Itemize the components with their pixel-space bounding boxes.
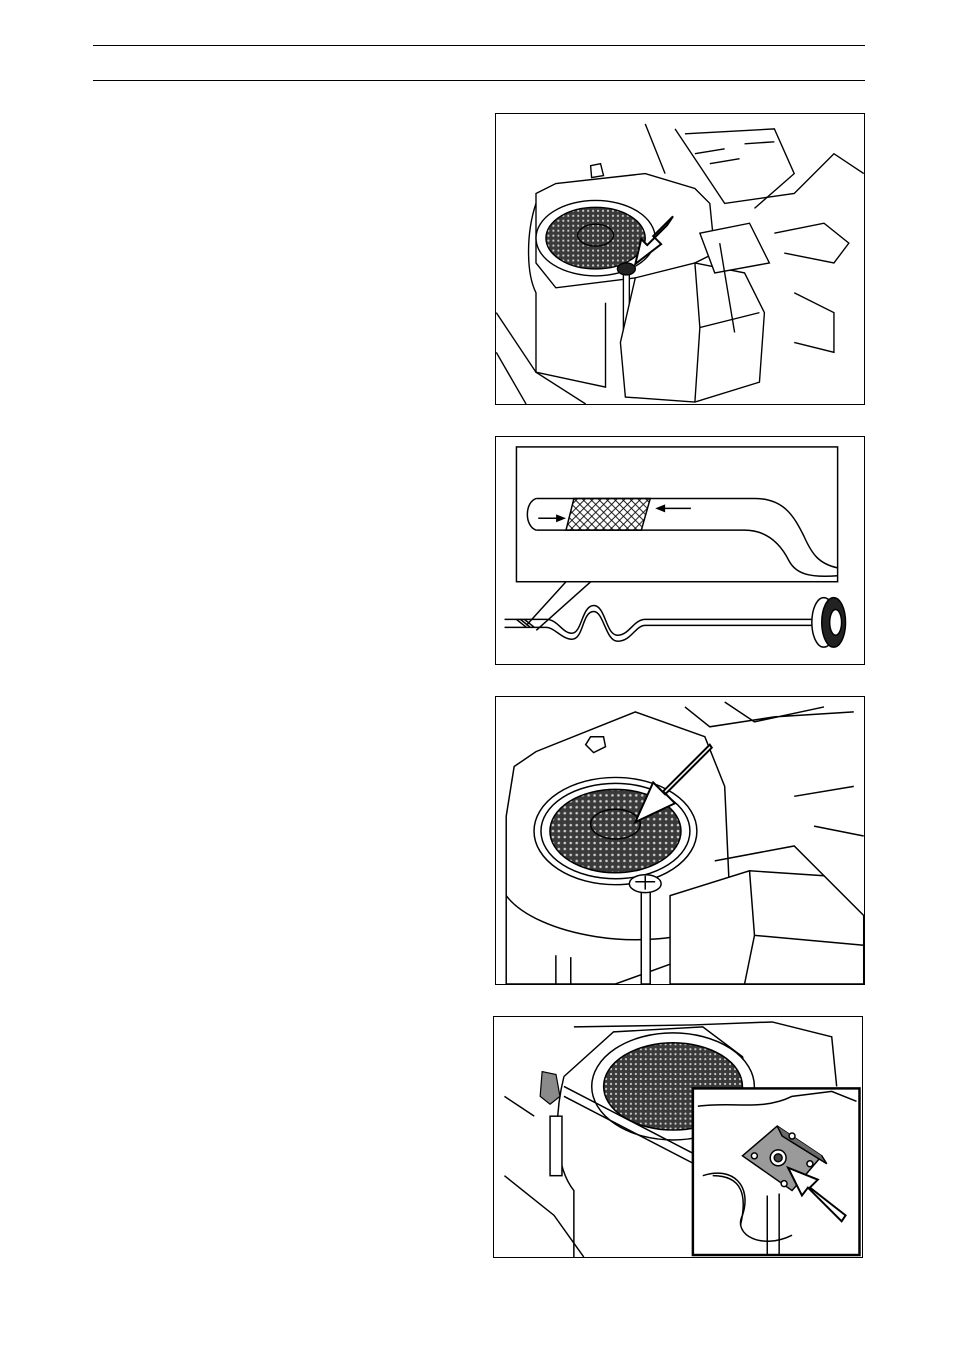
dipstick-illustration [496, 437, 864, 664]
header-rule-top [93, 45, 865, 46]
figure-drain-plug [493, 1016, 863, 1258]
engine-illustration-3 [494, 1017, 862, 1257]
figure-dipstick-marks [495, 436, 865, 665]
header-rule-bottom [93, 80, 865, 81]
engine-illustration-2 [496, 697, 864, 984]
engine-illustration-1 [496, 114, 864, 404]
figure-dipstick-location [495, 113, 865, 405]
figure-oil-filler [495, 696, 865, 985]
